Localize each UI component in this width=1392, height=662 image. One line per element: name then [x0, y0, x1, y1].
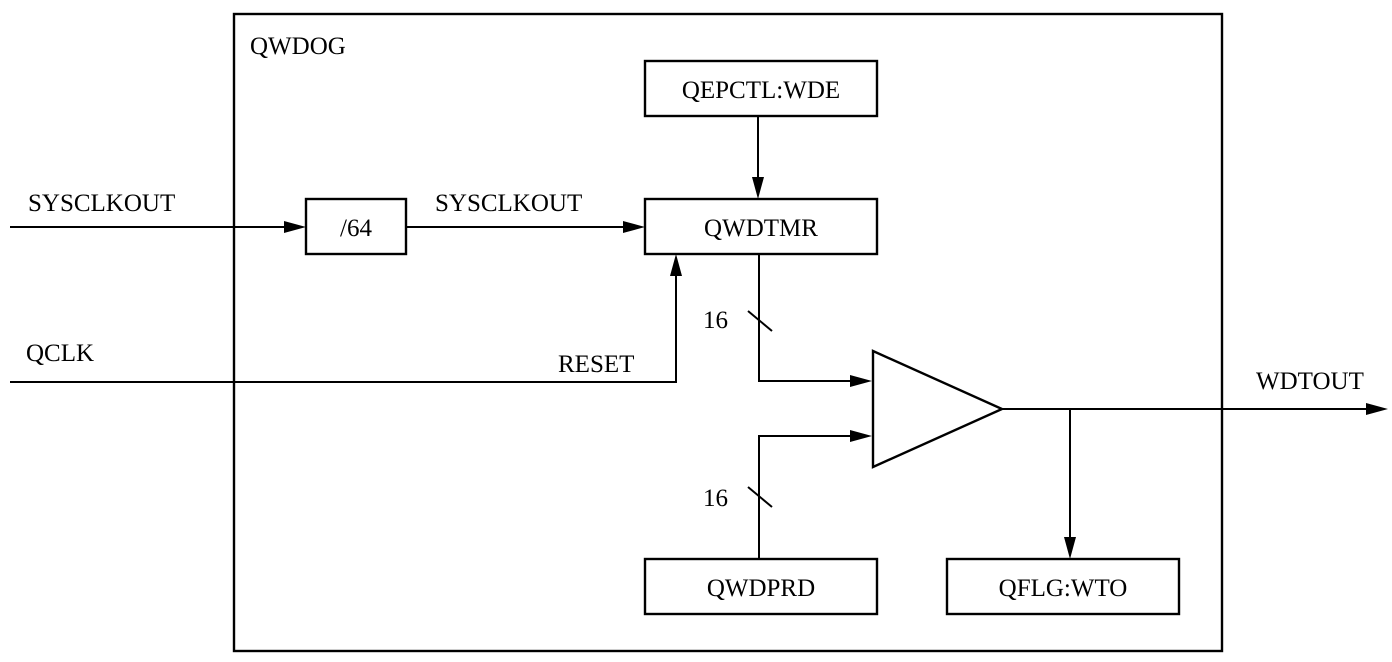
sysclkout-input-label: SYSCLKOUT [28, 190, 175, 217]
qflg-wto-block [945, 557, 1181, 616]
reset-label: RESET [558, 351, 634, 378]
qwdtmr-label: QWDTMR [704, 215, 818, 242]
qclk-input-label: QCLK [26, 340, 94, 367]
divide-by-64-label: /64 [340, 215, 372, 242]
qepctl-wde-label: QEPCTL:WDE [682, 77, 840, 104]
comparator-triangle [871, 349, 1005, 469]
qflg-wto-label: QFLG:WTO [999, 575, 1128, 602]
qwdprd-label: QWDPRD [707, 575, 815, 602]
module-title: QWDOG [250, 33, 346, 60]
qwdtmr-block [643, 197, 879, 256]
timer-bus-arrowhead [850, 375, 872, 387]
qepctl-wde-block [643, 59, 879, 118]
timer-clock-arrowhead [623, 221, 645, 233]
wdtout-label: WDTOUT [1256, 368, 1364, 395]
qwdprd-block [643, 557, 879, 616]
period-bus-wire [758, 435, 856, 559]
reset-arrowhead [670, 254, 682, 276]
flag-arrowhead [1064, 537, 1076, 559]
period-bus-arrowhead [850, 430, 872, 442]
divided-clock-label: SYSCLKOUT [435, 190, 582, 217]
qwdog-module-frame [232, 12, 1224, 653]
period-bus-width-label: 16 [703, 485, 728, 512]
divider-input-arrowhead [284, 221, 306, 233]
enable-arrowhead [752, 177, 764, 199]
qclk-reset-wire [10, 270, 677, 383]
divide-by-64-block [304, 197, 408, 256]
timer-bus-wire [758, 254, 856, 382]
wdtout-arrowhead [1366, 403, 1388, 415]
timer-bus-slash [747, 310, 773, 332]
period-bus-slash [747, 486, 773, 508]
timer-bus-width-label: 16 [703, 307, 728, 334]
